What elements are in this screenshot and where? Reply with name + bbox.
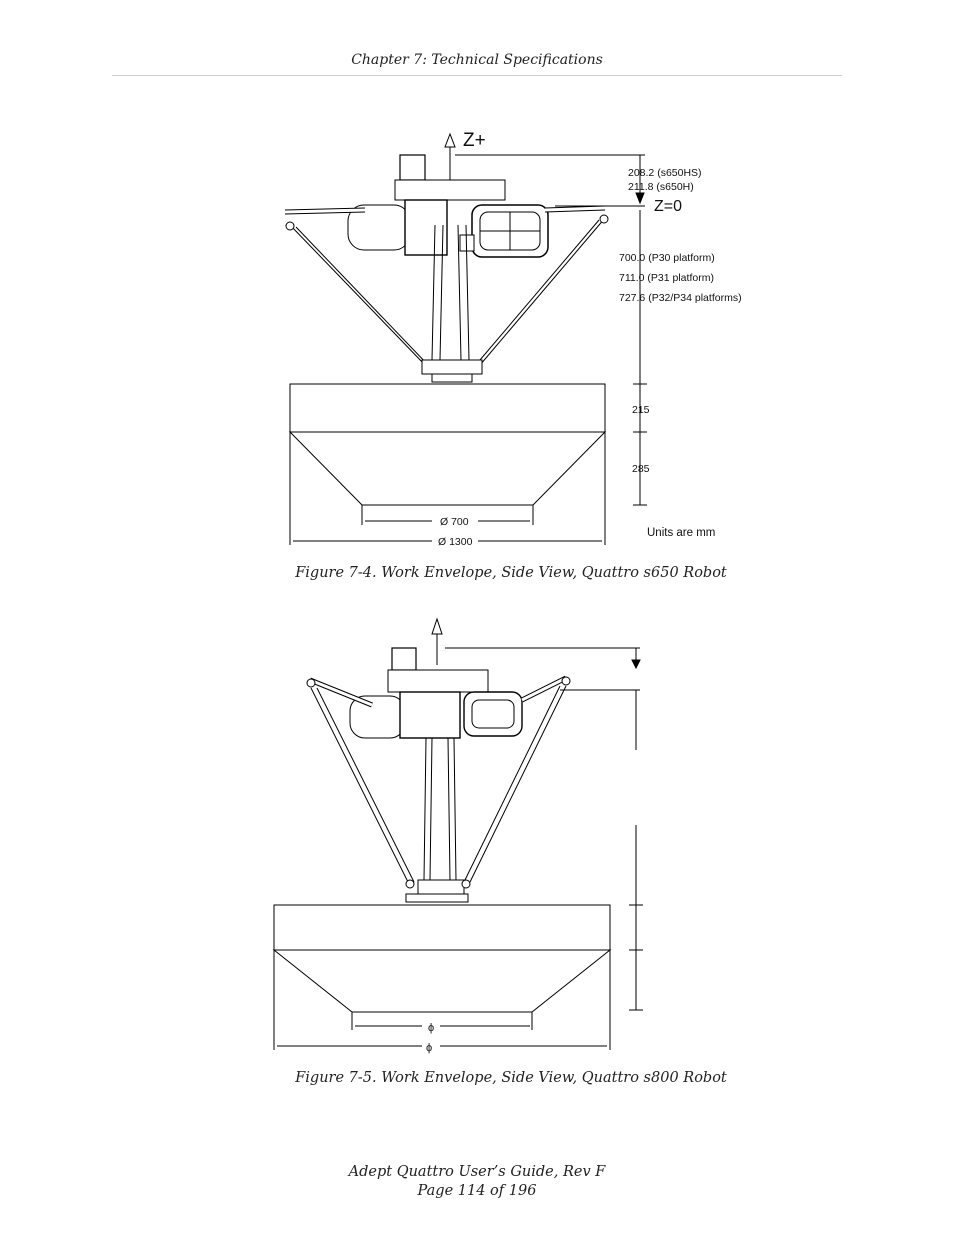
z-axis-arrowhead-2 — [431, 617, 443, 635]
diameter-small-label-2: ϕ — [428, 1022, 434, 1034]
work-envelope-lower-2 — [272, 949, 612, 1013]
height-label-p32-p34: 727.6 (P32/P34 platforms) — [619, 292, 742, 304]
robot-s650 — [284, 154, 609, 383]
diameter-large-label-2: ϕ — [426, 1042, 432, 1054]
work-envelope-upper-2 — [273, 904, 611, 951]
robot-s800 — [306, 647, 571, 903]
height-label-p30: 700.0 (P30 platform) — [619, 252, 715, 264]
diameter-700-label: Ø 700 — [440, 516, 469, 528]
page-header-title: Chapter 7: Technical Specifications — [351, 52, 603, 68]
z-zero-label: Z=0 — [654, 198, 682, 215]
footer-page-number: Page 114 of 196 — [417, 1183, 537, 1199]
z-plus-label: Z+ — [463, 130, 486, 151]
height-label-p31: 711.0 (P31 platform) — [619, 272, 714, 284]
dimension-285-label: 285 — [632, 463, 650, 475]
offset-label-h: 211.8 (s650H) — [628, 181, 694, 193]
dimension-215-label: 215 — [632, 404, 650, 416]
figure-7-4-caption: Figure 7-4. Work Envelope, Side View, Qu… — [295, 565, 727, 581]
page-footer: Adept Quattro User’s Guide, Rev F Page 1… — [0, 1163, 954, 1201]
offset-label-hs: 208.2 (s650HS) — [628, 167, 702, 179]
diameter-1300-label: Ø 1300 — [438, 536, 473, 548]
z-axis-arrowhead — [444, 132, 456, 148]
header-divider — [112, 75, 842, 76]
units-note: Units are mm — [647, 527, 715, 539]
figure-7-5-caption: Figure 7-5. Work Envelope, Side View, Qu… — [295, 1070, 727, 1086]
footer-document-title: Adept Quattro User’s Guide, Rev F — [348, 1164, 606, 1180]
